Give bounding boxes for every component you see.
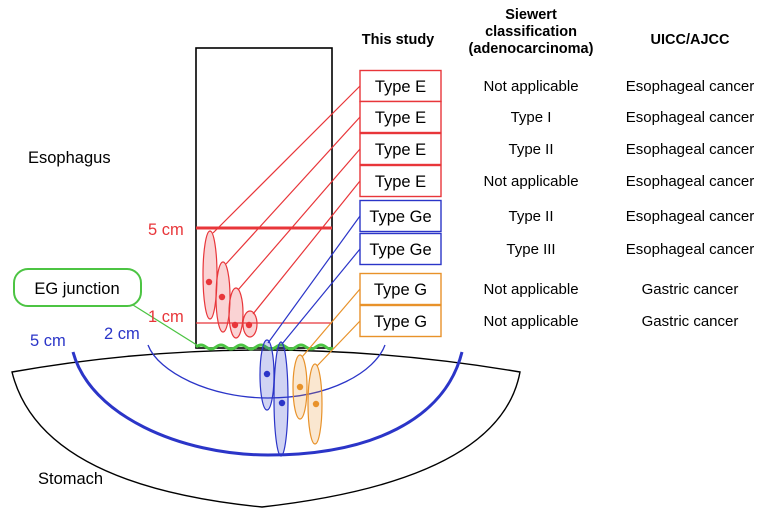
type-box bbox=[359, 272, 442, 306]
tumor-center-dot bbox=[231, 321, 239, 329]
siewert-cell: Not applicable bbox=[483, 313, 578, 330]
header-uicc: UICC/AJCC bbox=[651, 32, 730, 48]
stomach-5cm-arc bbox=[71, 351, 464, 457]
tumor-ellipse bbox=[202, 230, 218, 320]
tumor-ellipse bbox=[273, 341, 289, 457]
type-label: Type Ge bbox=[369, 241, 431, 259]
header-siewert-2: classification bbox=[485, 24, 577, 40]
uicc-cell: Esophageal cancer bbox=[626, 141, 754, 158]
type-box bbox=[359, 100, 442, 134]
uicc-cell: Esophageal cancer bbox=[626, 109, 754, 126]
esophagus-outline bbox=[195, 47, 333, 349]
connector-line bbox=[212, 85, 361, 234]
eg-junction-pointer bbox=[132, 304, 201, 348]
header-siewert-3: (adenocarcinoma) bbox=[469, 41, 594, 57]
siewert-cell: Type III bbox=[506, 241, 555, 258]
connector-line bbox=[281, 248, 361, 345]
stomach-label: Stomach bbox=[38, 470, 103, 488]
siewert-cell: Type II bbox=[508, 141, 553, 158]
type-box bbox=[359, 199, 442, 233]
tumor-group bbox=[202, 230, 323, 457]
connector-line bbox=[252, 180, 361, 315]
eg-junction-label: EG junction bbox=[34, 280, 119, 298]
uicc-cell: Esophageal cancer bbox=[626, 78, 754, 95]
esoph-1cm-label: 1 cm bbox=[148, 308, 184, 326]
type-label: Type E bbox=[375, 173, 426, 191]
siewert-cell: Type I bbox=[511, 109, 552, 126]
uicc-cell: Esophageal cancer bbox=[626, 173, 754, 190]
uicc-cell: Esophageal cancer bbox=[626, 241, 754, 258]
eg-junction-line bbox=[195, 343, 334, 351]
siewert-cell: Not applicable bbox=[483, 173, 578, 190]
esophagus-label: Esophagus bbox=[28, 149, 111, 167]
connector-group bbox=[212, 85, 361, 367]
tumor-center-dot bbox=[245, 321, 253, 329]
type-label: Type G bbox=[374, 313, 427, 331]
stomach-2cm-label: 2 cm bbox=[104, 325, 140, 343]
type-box bbox=[359, 69, 442, 103]
tumor-center-dot bbox=[205, 278, 213, 286]
header-this-study: This study bbox=[362, 32, 435, 48]
uicc-cell: Gastric cancer bbox=[642, 281, 739, 298]
type-label: Type E bbox=[375, 78, 426, 96]
tumor-ellipse bbox=[228, 287, 244, 339]
siewert-cell: Not applicable bbox=[483, 281, 578, 298]
type-label: Type E bbox=[375, 109, 426, 127]
type-label: Type E bbox=[375, 141, 426, 159]
stomach-2cm-arc bbox=[147, 344, 386, 399]
eg-junction-callout bbox=[13, 268, 142, 307]
connector-line bbox=[316, 320, 361, 367]
header-siewert-1: Siewert bbox=[505, 7, 557, 23]
type-label: Type Ge bbox=[369, 208, 431, 226]
type-box bbox=[359, 232, 442, 266]
uicc-cell: Gastric cancer bbox=[642, 313, 739, 330]
tumor-center-dot bbox=[263, 370, 271, 378]
siewert-cell: Type II bbox=[508, 208, 553, 225]
type-box bbox=[359, 132, 442, 166]
tumor-center-dot bbox=[218, 293, 226, 301]
esoph-5cm-label: 5 cm bbox=[148, 221, 184, 239]
type-box bbox=[359, 304, 442, 338]
tumor-center-dot bbox=[296, 383, 304, 391]
siewert-cell: Not applicable bbox=[483, 78, 578, 95]
tumor-center-dot bbox=[278, 399, 286, 407]
connector-line bbox=[237, 148, 361, 291]
connector-line bbox=[225, 116, 361, 265]
connector-line bbox=[301, 288, 361, 358]
stomach-5cm-label: 5 cm bbox=[30, 332, 66, 350]
tumor-center-dot bbox=[312, 400, 320, 408]
type-box bbox=[359, 164, 442, 198]
uicc-cell: Esophageal cancer bbox=[626, 208, 754, 225]
connector-line bbox=[267, 215, 361, 344]
type-label: Type G bbox=[374, 281, 427, 299]
